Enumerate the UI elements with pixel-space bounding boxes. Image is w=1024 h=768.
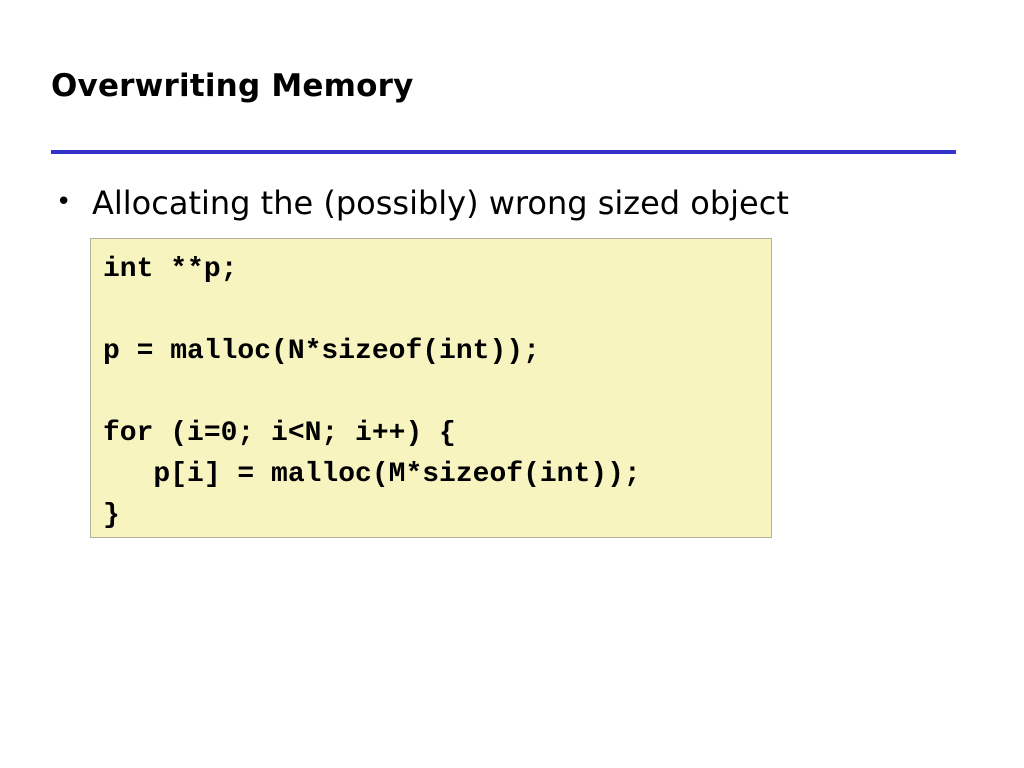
code-line: p = malloc(N*sizeof(int));	[103, 336, 540, 367]
code-line	[103, 372, 771, 413]
bullet-item: • Allocating the (possibly) wrong sized o…	[56, 184, 789, 222]
bullet-text: Allocating the (possibly) wrong sized ob…	[92, 184, 789, 222]
code-block: int **p; p = malloc(N*sizeof(int)); for …	[90, 238, 772, 538]
code-line: p[i] = malloc(M*sizeof(int));	[103, 459, 641, 490]
slide-title: Overwriting Memory	[51, 68, 414, 104]
code-line: for (i=0; i<N; i++) {	[103, 418, 456, 449]
code-line	[103, 290, 771, 331]
code-line: }	[103, 500, 120, 531]
title-divider	[51, 150, 956, 154]
bullet-icon: •	[56, 187, 72, 217]
code-line: int **p;	[103, 254, 238, 285]
